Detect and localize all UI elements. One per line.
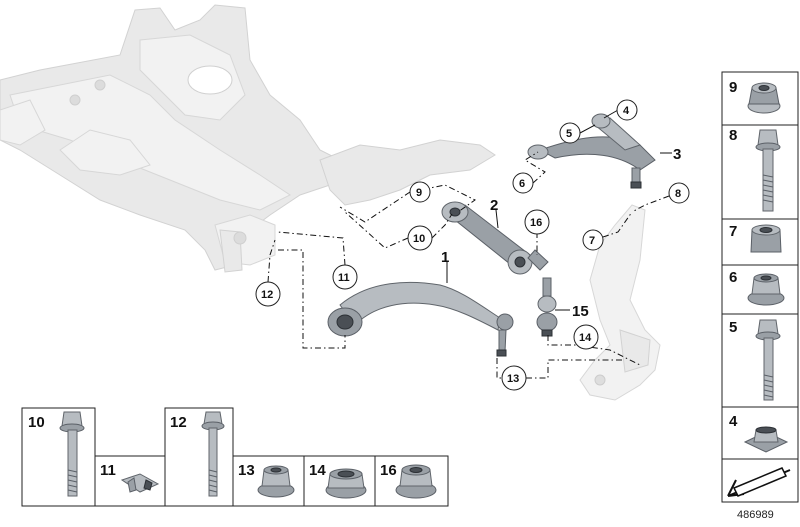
callout-1: 1 (441, 249, 449, 266)
cage-nut-icon (743, 426, 789, 453)
callout-7: 7 (589, 235, 595, 247)
hex-nut-icon (747, 82, 781, 114)
bolt-icon (201, 411, 225, 497)
callout-10: 10 (413, 233, 425, 245)
callout-4-circle (616, 99, 638, 121)
callout-16-circle (524, 209, 550, 235)
callout-13: 13 (507, 373, 519, 385)
flange-nut-icon (257, 465, 295, 498)
part-label-9: 9 (729, 79, 737, 96)
long-bolt-icon (59, 411, 85, 497)
callout-9-circle (409, 181, 431, 203)
hex-nut-tall-icon (750, 224, 782, 253)
ball-joint (536, 277, 558, 337)
part-label-13: 13 (238, 462, 255, 479)
callout-12-circle (255, 281, 281, 307)
part-label-16: 16 (380, 462, 397, 479)
callout-9: 9 (416, 187, 422, 199)
callout-8: 8 (675, 188, 681, 200)
lock-nut-icon (395, 464, 437, 499)
part-label-5: 5 (729, 319, 737, 336)
callout-16: 16 (530, 217, 542, 229)
callout-11: 11 (338, 272, 350, 284)
parts-row-bottom: 10 11 12 13 14 16 (21, 407, 449, 507)
lower-control-arm (327, 281, 514, 357)
callout-15: 15 (572, 303, 589, 320)
part-label-12: 12 (170, 414, 187, 431)
callout-labels: 1 2 3 4 5 6 7 8 9 10 11 12 13 14 15 16 (255, 99, 690, 391)
subframe-illustration (0, 4, 496, 273)
callout-3: 3 (673, 146, 681, 163)
thrust-rod (441, 201, 549, 275)
long-bolt-icon (755, 319, 781, 401)
part-label-11: 11 (100, 462, 116, 479)
collar-nut-icon (325, 468, 367, 499)
callout-6-circle (512, 172, 534, 194)
leader-lines (267, 109, 672, 379)
figure-number: 486989 (737, 509, 774, 521)
callout-10-circle (407, 225, 433, 251)
callout-14: 14 (579, 332, 592, 344)
callout-14-circle (573, 324, 599, 350)
callout-8-circle (668, 182, 690, 204)
callout-11-circle (332, 264, 358, 290)
part-label-6: 6 (729, 269, 737, 286)
part-label-14: 14 (309, 462, 326, 479)
callout-5-circle (559, 122, 581, 144)
part-label-7: 7 (729, 223, 737, 240)
callout-7-circle (582, 229, 604, 251)
callout-12: 12 (261, 289, 273, 301)
part-label-10: 10 (28, 414, 45, 431)
clip-icon (120, 473, 160, 493)
flange-bolt-icon (755, 129, 781, 212)
callout-4: 4 (623, 105, 630, 117)
arrow-icon[interactable] (727, 467, 791, 497)
callout-6: 6 (519, 178, 525, 190)
callout-13-circle (501, 365, 527, 391)
flange-nut-icon (747, 273, 785, 306)
steering-knuckle-illustration (579, 204, 661, 401)
part-label-4: 4 (729, 413, 738, 430)
parts-column-right: 9 8 7 6 5 4 (721, 71, 799, 503)
part-label-8: 8 (729, 127, 737, 144)
callout-2: 2 (490, 197, 498, 214)
callout-5: 5 (566, 128, 572, 140)
upper-control-arm (527, 113, 656, 189)
